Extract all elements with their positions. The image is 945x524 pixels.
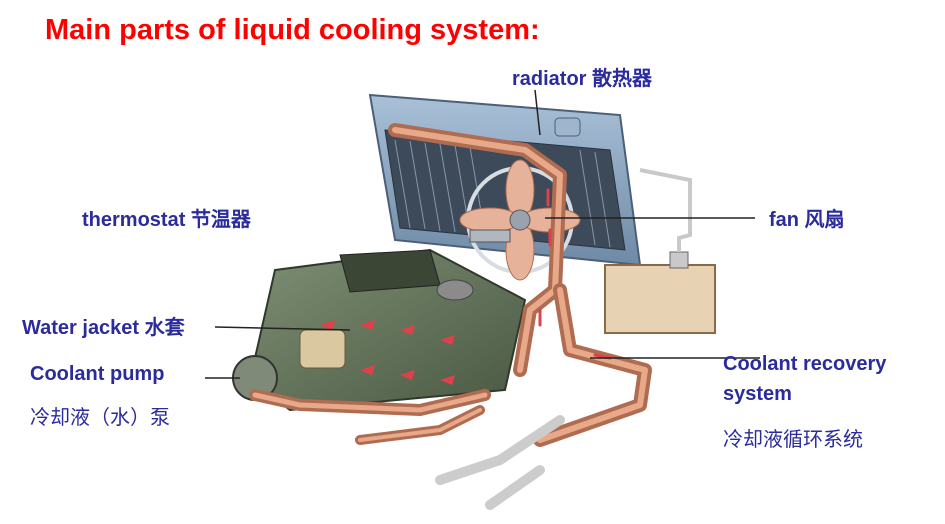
label-radiator: radiator 散热器 — [512, 68, 653, 90]
leader-lines — [205, 89, 760, 379]
label-coolant-pump-cn: 冷却液（水）泵 — [30, 405, 170, 429]
label-water-jacket: Water jacket 水套 — [22, 317, 185, 339]
engine-block-part — [232, 248, 527, 412]
label-coolant-recovery: Coolant recovery — [723, 353, 887, 375]
label-coolant-recovery-system: system — [723, 383, 792, 405]
label-thermostat: thermostat 节温器 — [82, 209, 251, 231]
recovery-tank-part — [604, 168, 716, 334]
coolant-pipes — [249, 123, 652, 510]
page-title: Main parts of liquid cooling system: — [45, 14, 540, 46]
label-fan: fan 风扇 — [769, 209, 845, 231]
label-coolant-pump: Coolant pump — [30, 363, 165, 385]
label-coolant-recovery-cn: 冷却液循环系统 — [723, 427, 863, 451]
